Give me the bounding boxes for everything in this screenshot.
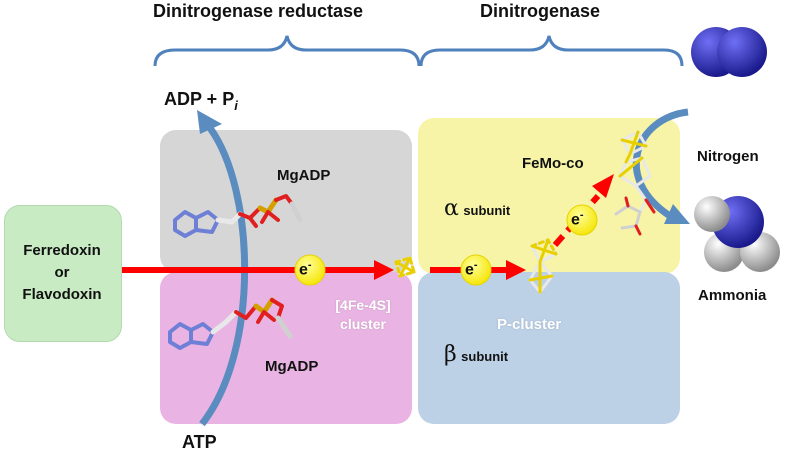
donor-line-2: or: [54, 264, 70, 281]
adp-pi-text: ADP + P: [164, 89, 235, 109]
header-dinitrogenase: Dinitrogenase: [480, 1, 601, 21]
beta-subunit-label: β subunit: [444, 342, 508, 367]
atp-label: ATP: [182, 432, 217, 452]
electron-label-2: e-: [465, 259, 478, 279]
mgadp-label-top: MgADP: [277, 167, 331, 184]
electron-2-charge: -: [473, 259, 478, 271]
ammonia-molecule: [694, 196, 780, 272]
fe4s4-cluster-graphic: [394, 256, 416, 278]
donor-line-1: Ferredoxin: [23, 242, 101, 259]
adp-pi-label: ADP + Pi: [164, 89, 238, 114]
nitrogen-reduction-arrowhead: [664, 204, 690, 224]
electron-arrow-3: [552, 194, 601, 247]
electron-arrow-2-head: [506, 260, 526, 280]
femo-co-graphic: [614, 130, 656, 236]
reductase-pink-box: [160, 272, 412, 424]
atp-hydrolysis-arrowhead: [197, 110, 222, 134]
electron-circle-2: [460, 254, 492, 286]
alpha-subunit-label: α subunit: [444, 196, 510, 221]
electron-1-charge: -: [307, 259, 312, 271]
dinitrogenase-brace: [419, 35, 684, 67]
electron-circle-1: [294, 254, 326, 286]
nitrogen-reduction-curve: [632, 108, 689, 219]
electron-label-3: e-: [571, 209, 584, 229]
beta-word: subunit: [461, 349, 509, 364]
electron-arrow-1-head: [374, 260, 394, 280]
atp-hydrolysis-curve: [199, 125, 249, 427]
mgadp-molecule-bottom: [168, 297, 293, 350]
electron-3-symbol: e: [571, 211, 580, 229]
donor-box: [4, 205, 122, 342]
beta-subunit-box: [418, 272, 680, 424]
reductase-brace: [153, 35, 421, 67]
fe4s4-cluster-label: [4Fe-4S] cluster: [322, 296, 404, 334]
donor-label: Ferredoxin or Flavodoxin: [4, 240, 120, 306]
reductase-gray-box: [160, 130, 412, 272]
fe4s4-label-line-1: [4Fe-4S]: [335, 297, 391, 313]
ammonia-label: Ammonia: [698, 287, 767, 304]
donor-line-3: Flavodoxin: [22, 286, 102, 303]
nitrogen-molecule: [691, 27, 767, 77]
electron-arrow-3-head: [592, 174, 614, 198]
nitrogen-label: Nitrogen: [697, 148, 759, 165]
alpha-symbol: α: [444, 196, 459, 221]
p-cluster-label: P-cluster: [497, 316, 562, 333]
electron-2-symbol: e: [465, 261, 474, 279]
pi-subscript: i: [234, 97, 238, 113]
electron-circle-3: [566, 204, 598, 236]
electron-label-1: e-: [299, 259, 312, 279]
p-cluster-graphic: [528, 238, 559, 295]
mgadp-label-bottom: MgADP: [265, 358, 319, 375]
beta-symbol: β: [444, 342, 457, 367]
header-dinitrogenase-reductase: Dinitrogenase reductase: [153, 1, 364, 21]
femo-co-label: FeMo-co: [522, 155, 584, 172]
mgadp-molecule-top: [173, 194, 303, 238]
alpha-word: subunit: [463, 203, 511, 218]
fe4s4-label-line-2: cluster: [340, 316, 386, 332]
electron-1-symbol: e: [299, 261, 308, 279]
electron-3-charge: -: [579, 209, 584, 221]
